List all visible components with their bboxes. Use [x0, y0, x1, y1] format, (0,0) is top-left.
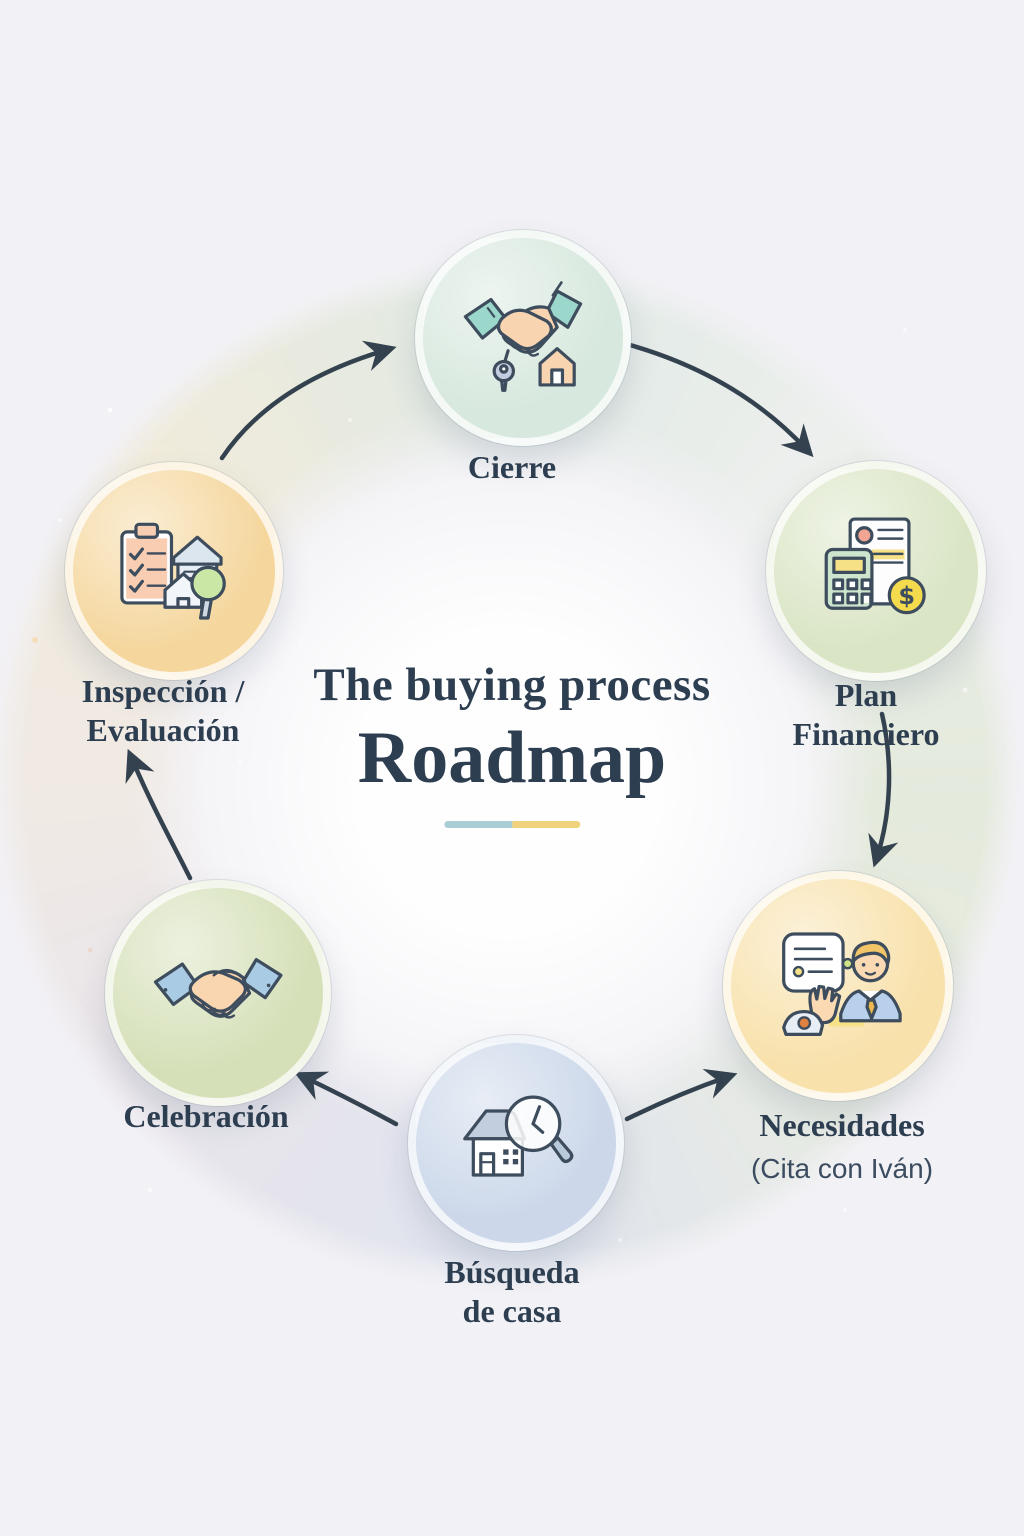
step-circle-celebracion [105, 880, 331, 1106]
step-label-line: Financiero [792, 716, 940, 753]
svg-text:$: $ [898, 582, 915, 610]
step-label-line: Evaluación [86, 712, 240, 749]
step-label-plan-financiero: Plan Financiero [686, 676, 1024, 754]
arrow-busqueda-to-necesidades [624, 1068, 738, 1122]
arrow-plan-to-necesidades [868, 711, 899, 868]
step-label-cierre: Cierre [332, 448, 692, 487]
house-magnifier-clock-icon [452, 1079, 580, 1207]
step-label-line: Búsqueda [444, 1254, 580, 1290]
step-circle-cierre [415, 230, 631, 446]
clipboard-house-magnifier-icon [109, 506, 238, 635]
divider-left-segment [444, 821, 512, 828]
step-label-celebracion: Celebración [26, 1097, 386, 1136]
arrow-inspeccion-to-cierre [219, 340, 397, 461]
divider-right-segment [512, 821, 580, 828]
step-label-line: Inspección / [81, 673, 245, 709]
step-label-line: de casa [462, 1293, 562, 1330]
step-label-line: Plan [834, 677, 898, 713]
advisor-consultation-icon [770, 918, 907, 1055]
step-circle-busqueda [408, 1035, 624, 1251]
step-sublabel: (Cita con Iván) [750, 1153, 934, 1185]
step-circle-necesidades [723, 871, 953, 1101]
step-label-necesidades: Necesidades (Cita con Iván) [662, 1106, 1022, 1186]
handshake-key-house-icon [459, 274, 587, 402]
step-label-line: Cierre [467, 449, 557, 485]
title-block: The buying process Roadmap [313, 658, 710, 828]
step-label-inspeccion: Inspección / Evaluación [0, 672, 343, 750]
handshake-icon [151, 926, 285, 1060]
arrow-celebracion-to-inspeccion [125, 748, 193, 881]
title-divider [444, 821, 580, 828]
calculator-document-dollar-icon: $ [811, 506, 942, 637]
title-kicker: The buying process [313, 659, 711, 711]
page-title: Roadmap [357, 717, 667, 799]
arrow-busqueda-to-celebracion [294, 1071, 399, 1127]
step-label-line: Celebración [123, 1098, 289, 1134]
step-circle-inspeccion [65, 462, 283, 680]
arrow-cierre-to-plan [627, 342, 814, 458]
step-label-line: Necesidades [759, 1107, 925, 1143]
step-label-busqueda: Búsqueda de casa [332, 1253, 692, 1331]
sparkle-dots [32, 328, 968, 1242]
step-circle-plan-financiero: $ [766, 461, 986, 681]
